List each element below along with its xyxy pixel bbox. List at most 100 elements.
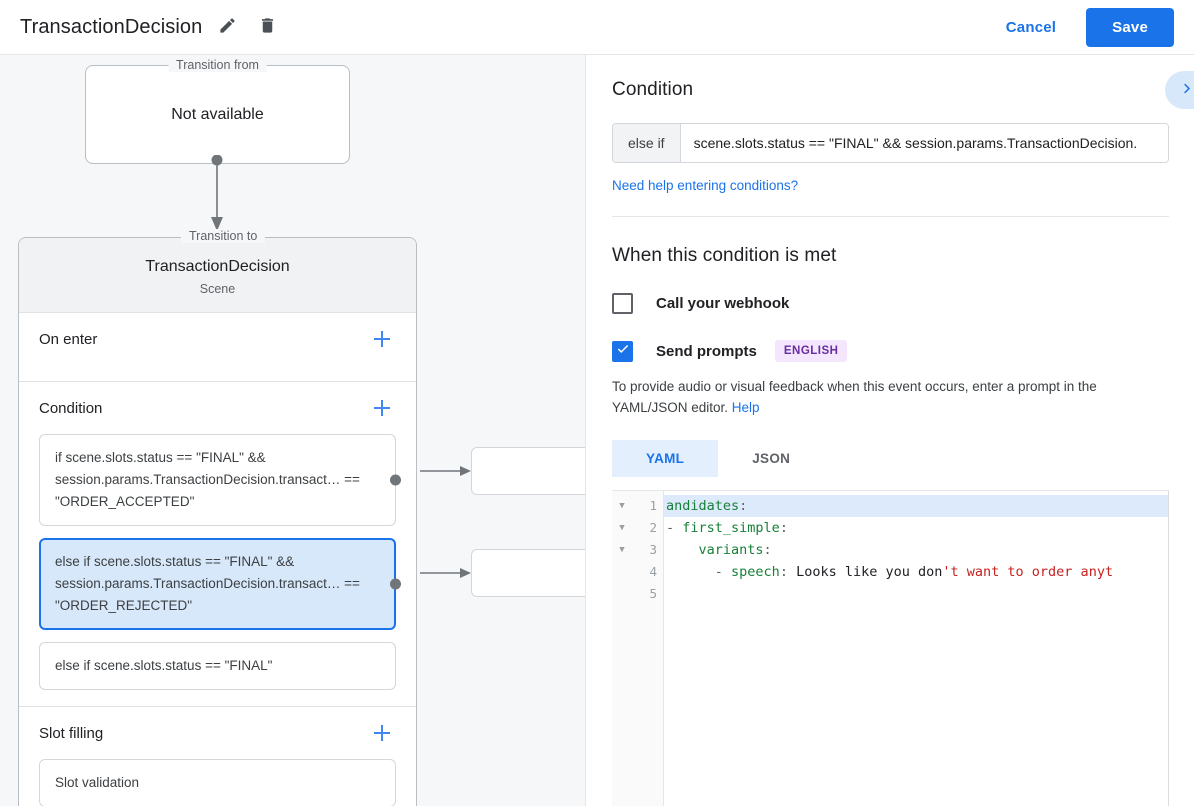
- cancel-button[interactable]: Cancel: [992, 10, 1070, 45]
- webhook-row[interactable]: Call your webhook: [612, 293, 1169, 314]
- condition-input-row[interactable]: else if: [612, 123, 1169, 163]
- add-slot-filling-button[interactable]: [368, 719, 396, 747]
- section-title-condition: Condition: [39, 399, 103, 417]
- code-token: -: [666, 564, 732, 580]
- prompt-help-link[interactable]: Help: [731, 400, 760, 415]
- editor-line-number: 2: [649, 520, 657, 535]
- section-title-on-enter: On enter: [39, 330, 98, 348]
- code-token: -: [666, 520, 683, 536]
- condition-details-panel: Condition else if Need help entering con…: [587, 55, 1194, 806]
- transition-from-card[interactable]: Transition from Not available: [85, 58, 350, 164]
- editor-line-number: 5: [649, 586, 657, 601]
- fold-arrow-icon[interactable]: ▼: [619, 523, 625, 533]
- code-token: :: [779, 564, 797, 580]
- transition-to-legend: Transition to: [181, 229, 266, 243]
- transition-from-legend: Transition from: [168, 58, 267, 72]
- webhook-checkbox[interactable]: [612, 293, 633, 314]
- condition-input[interactable]: [680, 124, 1168, 162]
- editor-line-number: 1: [649, 498, 657, 513]
- page-title: TransactionDecision: [20, 15, 203, 38]
- condition-help-link[interactable]: Need help entering conditions?: [612, 178, 799, 193]
- editor-code-line[interactable]: andidates:: [664, 495, 1168, 517]
- panel-top: Condition else if Need help entering con…: [587, 55, 1194, 217]
- section-title-slot-filling: Slot filling: [39, 724, 104, 742]
- expand-panel-button[interactable]: [1165, 71, 1194, 109]
- fold-arrow-icon[interactable]: ▼: [619, 545, 625, 555]
- editor-line-number: 3: [649, 542, 657, 557]
- add-condition-button[interactable]: [368, 394, 396, 422]
- flow-arrow-down: [211, 155, 223, 231]
- edit-name-button[interactable]: [212, 12, 242, 42]
- slot-validation-text: Slot validation: [55, 775, 140, 790]
- chevron-right-icon: [1179, 81, 1194, 99]
- panel-body: When this condition is met Call your web…: [587, 245, 1194, 806]
- code-token: [666, 542, 699, 558]
- panel-title: Condition: [612, 79, 694, 100]
- code-token: andidates: [666, 498, 740, 514]
- fold-arrow-icon[interactable]: ▼: [619, 501, 625, 511]
- send-prompts-row[interactable]: Send prompts ENGLISH: [612, 340, 1169, 362]
- tab-yaml[interactable]: YAML: [612, 440, 719, 477]
- condition-card-text: else if scene.slots.status == "FINAL": [55, 658, 273, 673]
- send-prompts-checkbox[interactable]: [612, 340, 633, 362]
- section-header: Slot filling: [39, 707, 396, 759]
- code-token: 't want to order anyt: [942, 564, 1114, 580]
- target-card-accepted[interactable]: [471, 447, 585, 495]
- condition-card-rejected[interactable]: else if scene.slots.status == "FINAL" &&…: [39, 538, 401, 630]
- condition-card-accepted[interactable]: if scene.slots.status == "FINAL" && sess…: [39, 434, 401, 526]
- code-token: speech: [731, 564, 780, 580]
- save-button[interactable]: Save: [1086, 7, 1174, 47]
- transition-to-card[interactable]: TransactionDecision Scene On enter Condi…: [18, 237, 417, 806]
- code-token: :: [739, 498, 748, 514]
- section-slot-filling: Slot filling Slot validation: [19, 707, 416, 806]
- code-token: variants: [698, 542, 764, 558]
- editor-gutter-row: ▼3: [612, 539, 663, 561]
- editor-line-number: 4: [649, 564, 657, 579]
- send-prompts-label: Send prompts: [656, 342, 757, 360]
- panel-divider: [612, 216, 1169, 217]
- section-on-enter: On enter: [19, 313, 416, 382]
- target-card-rejected[interactable]: [471, 549, 585, 597]
- slot-validation-card[interactable]: Slot validation: [39, 759, 396, 806]
- pencil-icon: [218, 16, 237, 38]
- scene-name: TransactionDecision: [145, 258, 290, 275]
- when-condition-title: When this condition is met: [612, 245, 837, 266]
- editor-code-line[interactable]: - first_simple:: [664, 517, 1168, 539]
- code-token: :: [763, 542, 772, 558]
- flow-canvas[interactable]: Transition from Not available Transition…: [0, 55, 586, 806]
- transition-from-value: Not available: [171, 105, 264, 123]
- editor-gutter-row: ▼2: [612, 517, 663, 539]
- condition-prefix-label: else if: [613, 124, 681, 162]
- editor-gutter-row: 4: [612, 561, 663, 583]
- condition-card-final[interactable]: else if scene.slots.status == "FINAL": [39, 642, 396, 690]
- connector-port-icon: [390, 474, 401, 486]
- app-header: TransactionDecision Cancel Save: [0, 0, 1194, 55]
- editor-code-line[interactable]: variants:: [664, 539, 1168, 561]
- editor-format-tabs[interactable]: YAML JSON: [612, 440, 1169, 477]
- tab-json[interactable]: JSON: [718, 440, 824, 477]
- webhook-label: Call your webhook: [656, 295, 790, 312]
- editor-gutter-row: 5: [612, 583, 663, 605]
- section-condition: Condition if scene.slots.status == "FINA…: [19, 382, 416, 707]
- connector-port-icon: [390, 578, 401, 590]
- scene-type: Scene: [199, 282, 236, 296]
- delete-button[interactable]: [252, 12, 282, 42]
- section-header: Condition: [39, 382, 396, 434]
- language-badge: ENGLISH: [774, 340, 848, 362]
- code-token: Looks like you don: [796, 564, 943, 580]
- editor-gutter-row: ▼1: [612, 495, 663, 517]
- add-on-enter-button[interactable]: [368, 325, 396, 353]
- trash-icon: [258, 16, 277, 38]
- check-icon: [616, 342, 630, 361]
- prompt-description-text: To provide audio or visual feedback when…: [612, 379, 1097, 415]
- code-token: :: [779, 520, 788, 536]
- code-token: first_simple: [682, 520, 780, 536]
- prompt-description: To provide audio or visual feedback when…: [612, 376, 1169, 418]
- editor-code-area[interactable]: andidates:- first_simple: variants: - sp…: [664, 491, 1168, 806]
- editor-code-line[interactable]: [664, 583, 1168, 605]
- condition-card-text: else if scene.slots.status == "FINAL" &&…: [55, 554, 360, 613]
- condition-card-text: if scene.slots.status == "FINAL" && sess…: [55, 450, 360, 509]
- editor-code-line[interactable]: - speech: Looks like you don't want to o…: [664, 561, 1168, 583]
